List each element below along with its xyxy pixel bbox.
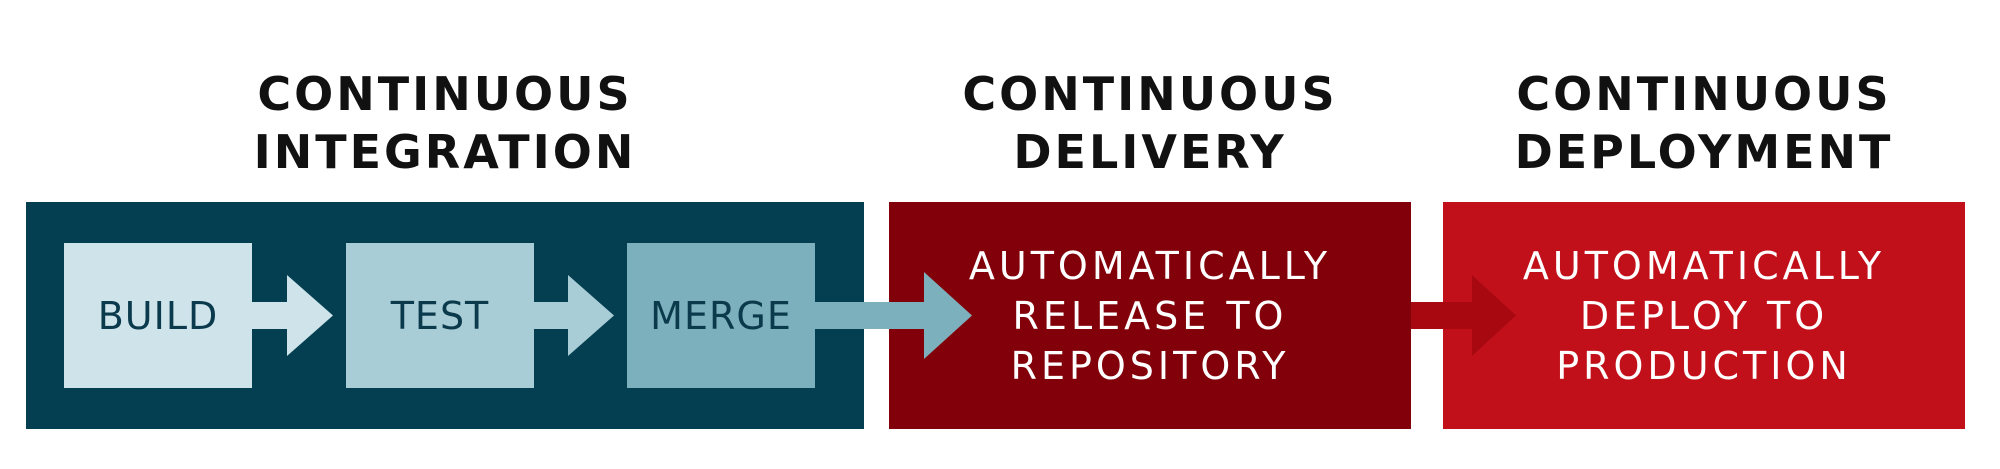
delivery-description: AUTOMATICALLY RELEASE TO REPOSITORY xyxy=(889,202,1411,429)
heading-line: CONTINUOUS xyxy=(257,67,633,121)
delivery-line: REPOSITORY xyxy=(1010,343,1290,388)
heading-continuous-delivery: CONTINUOUS DELIVERY xyxy=(889,64,1411,182)
merge-step: MERGE xyxy=(627,243,815,388)
deployment-description: AUTOMATICALLY DEPLOY TO PRODUCTION xyxy=(1443,202,1965,429)
deployment-line: DEPLOY TO xyxy=(1579,293,1829,338)
heading-continuous-deployment: CONTINUOUS DEPLOYMENT xyxy=(1443,64,1965,182)
test-step-label: TEST xyxy=(390,293,490,338)
test-step: TEST xyxy=(346,243,534,388)
heading-line: CONTINUOUS xyxy=(1516,67,1892,121)
heading-line: DEPLOYMENT xyxy=(1514,125,1894,179)
heading-continuous-integration: CONTINUOUS INTEGRATION xyxy=(26,64,864,182)
deployment-line: PRODUCTION xyxy=(1556,343,1852,388)
delivery-line: AUTOMATICALLY xyxy=(968,243,1332,288)
delivery-panel xyxy=(889,202,1411,429)
build-step: BUILD xyxy=(64,243,252,388)
heading-line: CONTINUOUS xyxy=(962,67,1338,121)
delivery-line: RELEASE TO xyxy=(1012,293,1288,338)
heading-line: INTEGRATION xyxy=(253,125,637,179)
build-step-label: BUILD xyxy=(97,293,219,338)
heading-line: DELIVERY xyxy=(1013,125,1287,179)
merge-step-label: MERGE xyxy=(650,293,792,338)
deployment-line: AUTOMATICALLY xyxy=(1522,243,1886,288)
deployment-panel xyxy=(1443,202,1965,429)
